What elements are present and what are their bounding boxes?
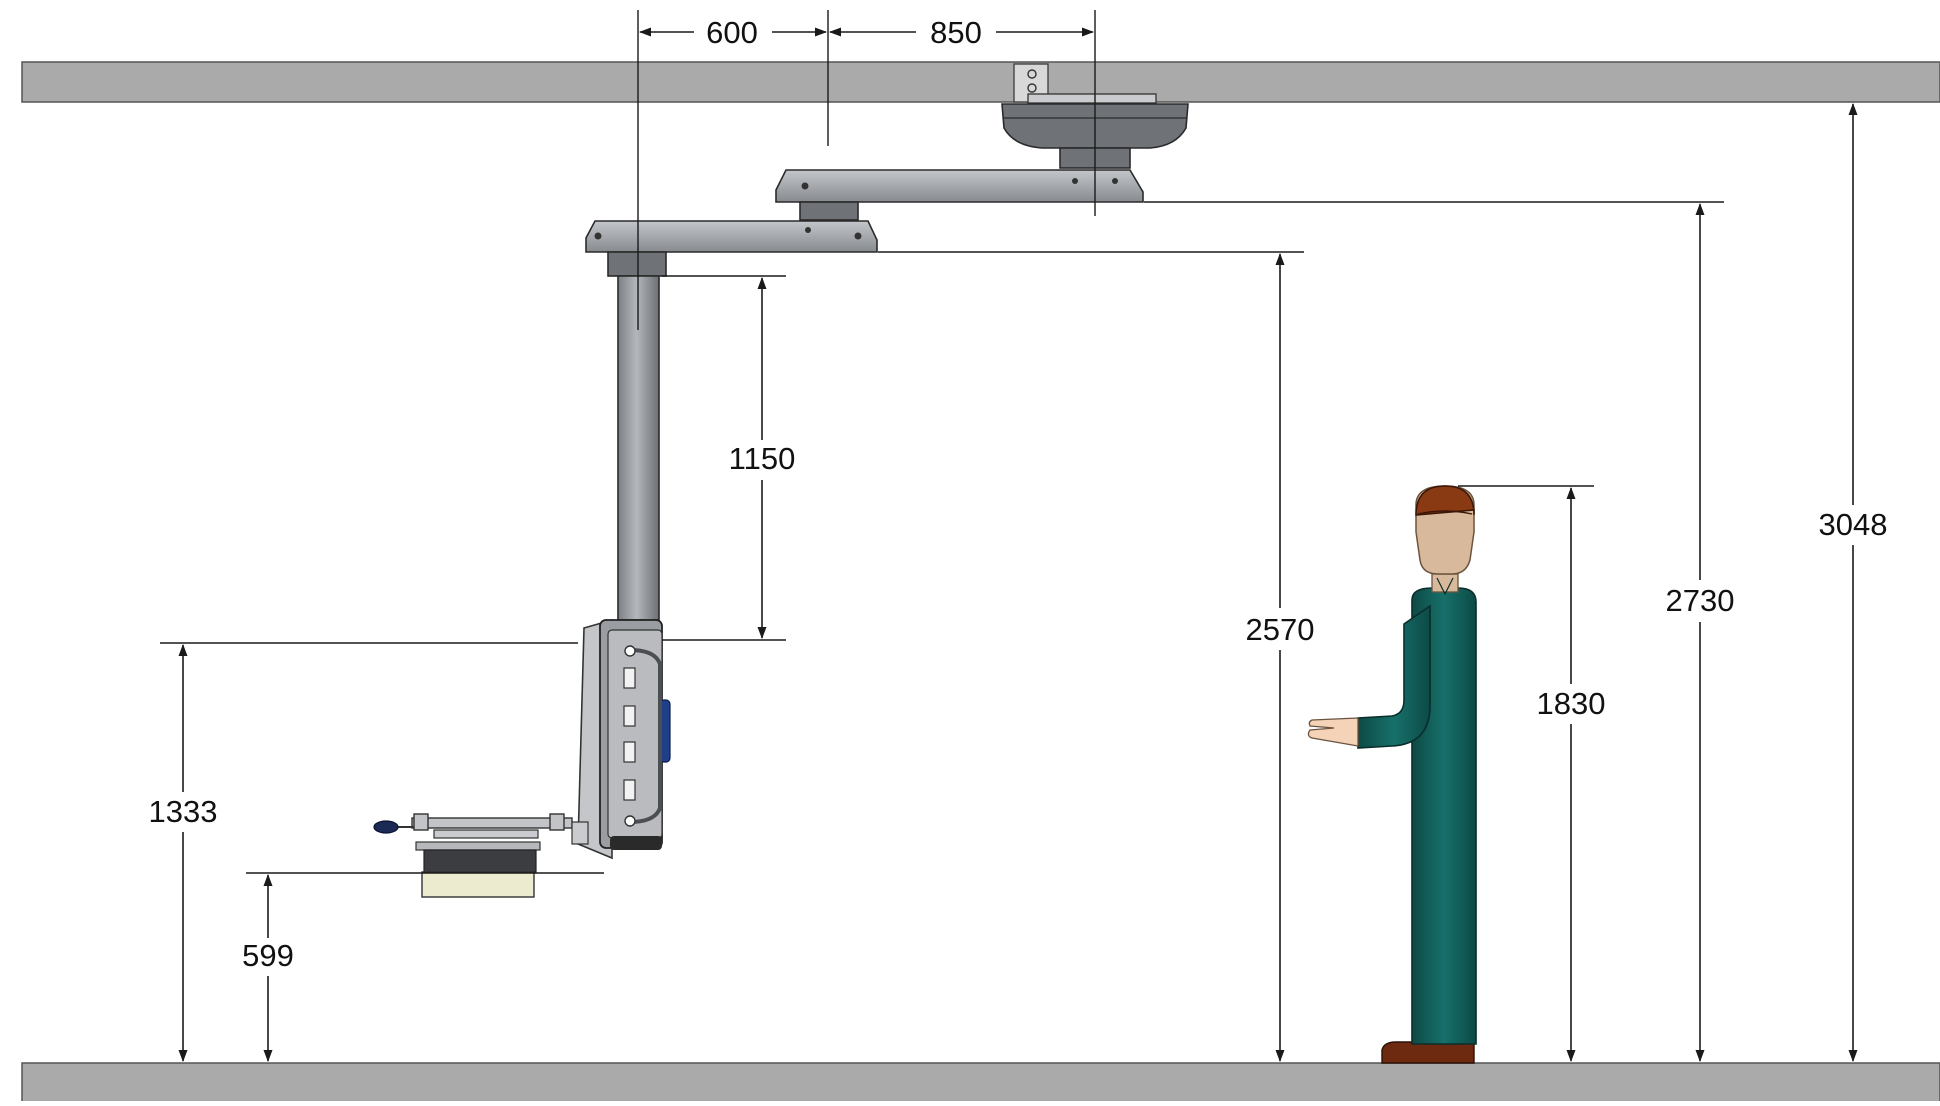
floor-slab bbox=[21, 1062, 1940, 1104]
pendant-column bbox=[617, 275, 660, 621]
dim-label-2730: 2730 bbox=[1666, 583, 1735, 618]
ceiling-slab bbox=[21, 61, 1940, 103]
dim-label-1333: 1333 bbox=[149, 794, 218, 829]
dim-label-3048: 3048 bbox=[1819, 507, 1888, 542]
dim-label-1830: 1830 bbox=[1537, 686, 1606, 721]
upper-arm bbox=[775, 169, 1144, 221]
dim-label-1150: 1150 bbox=[729, 441, 796, 476]
service-console bbox=[577, 618, 671, 860]
lower-arm bbox=[585, 220, 878, 277]
dim-label-850: 850 bbox=[930, 15, 982, 50]
dim-label-599: 599 bbox=[242, 938, 294, 973]
shelf-and-drawer bbox=[373, 813, 589, 898]
person-figure bbox=[1307, 485, 1477, 1064]
dim-label-600: 600 bbox=[706, 15, 758, 50]
dim-label-2570: 2570 bbox=[1246, 612, 1315, 647]
